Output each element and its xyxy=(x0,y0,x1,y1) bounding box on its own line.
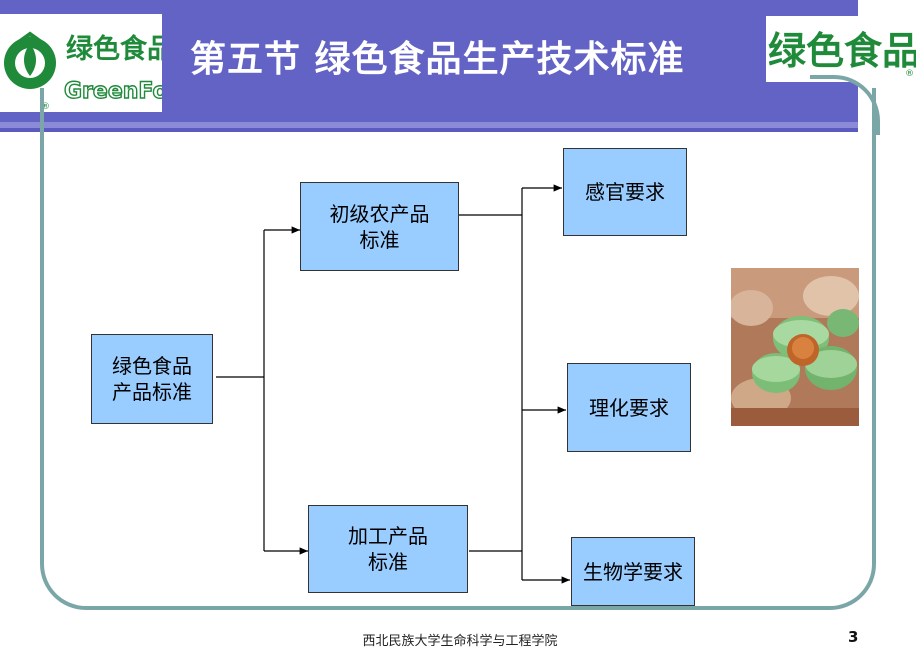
processed-product-node: 加工产品 标准 xyxy=(308,505,468,593)
logo-left-cn: 绿色食品 xyxy=(66,33,162,65)
primary-product-node: 初级农产品 标准 xyxy=(300,182,459,271)
header-stripe-dark xyxy=(0,128,858,132)
green-food-logo-right: 绿色食品 ® xyxy=(766,16,920,82)
logo-right-cn: 绿色食品 xyxy=(768,29,916,73)
sensory-requirement-node: 感官要求 xyxy=(563,148,687,236)
page-number: 3 xyxy=(848,628,859,646)
food-product-photo xyxy=(729,268,859,426)
biological-requirement-node: 生物学要求 xyxy=(571,537,695,606)
footer-institution: 西北民族大学生命科学与工程学院 xyxy=(362,634,558,649)
svg-text:®: ® xyxy=(905,69,914,79)
physchem-requirement-node: 理化要求 xyxy=(567,363,691,452)
slide-title: 第五节 绿色食品生产技术标准 xyxy=(190,39,685,80)
root-node: 绿色食品 产品标准 xyxy=(91,334,213,424)
content-frame xyxy=(40,88,876,610)
header-stripe xyxy=(0,122,858,128)
